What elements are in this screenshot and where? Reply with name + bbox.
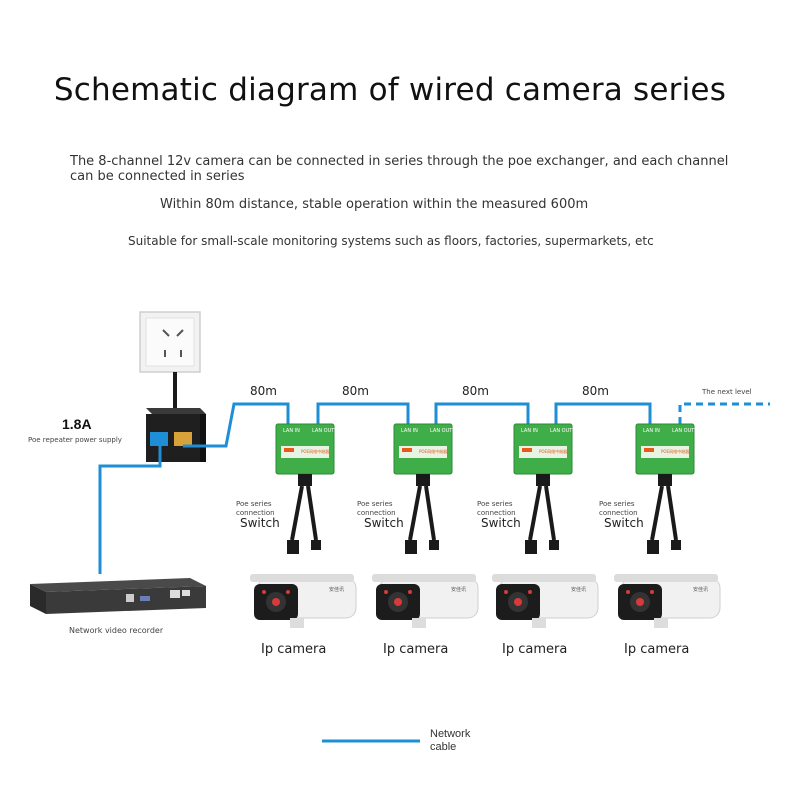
switch-2-label: Switch (364, 516, 404, 530)
distance-label-1: 80m (250, 384, 277, 398)
switch-4-label: Switch (604, 516, 644, 530)
page-title: Schematic diagram of wired camera series (53, 72, 727, 108)
switch-1-lan-in: LAN IN (283, 428, 300, 434)
camera-3-label: Ip camera (502, 642, 568, 657)
switch-1-label: Switch (240, 516, 280, 530)
switch-2-brand: POE网络中继器 (419, 449, 448, 454)
switch-3-lan-out: LAN OUT (550, 428, 573, 434)
switch-module-1 (275, 423, 335, 486)
nvr-label: Network video recorder (69, 626, 164, 635)
camera-4-label: Ip camera (624, 642, 690, 657)
distance-label-2: 80m (342, 384, 369, 398)
camera-1-brand: 安佳讯 (329, 587, 345, 593)
network-video-recorder-icon (30, 578, 206, 614)
distance-label-4: 80m (582, 384, 609, 398)
poe-repeater-power-supply (146, 408, 206, 462)
switch-3-label: Switch (481, 516, 521, 530)
camera-4-brand: 安佳讯 (693, 587, 709, 593)
splitter-cables-3 (525, 485, 559, 554)
switch-2-lan-in: LAN IN (401, 428, 418, 434)
ip-camera-4 (614, 574, 721, 628)
switch-2-lan-out: LAN OUT (430, 428, 453, 434)
switch-module-2 (393, 423, 453, 486)
description-2: Within 80m distance, stable operation wi… (160, 197, 589, 212)
camera-2-brand: 安佳讯 (451, 587, 467, 593)
switch-4-brand: POE网络中继器 (661, 449, 690, 454)
switch-module-3 (513, 423, 573, 486)
ip-camera-3 (492, 574, 599, 628)
camera-3-brand: 安佳讯 (571, 587, 587, 593)
power-label: Poe repeater power supply (28, 436, 122, 444)
splitter-cables-4 (647, 485, 681, 554)
camera-1-label: Ip camera (261, 642, 327, 657)
switch-4-lan-out: LAN OUT (672, 428, 695, 434)
distance-label-3: 80m (462, 384, 489, 398)
next-level-label: The next level (702, 388, 752, 396)
switch-3-brand: POE网络中继器 (539, 449, 568, 454)
switch-4-lan-in: LAN IN (643, 428, 660, 434)
ip-camera-2 (372, 574, 479, 628)
switch-1-lan-out: LAN OUT (312, 428, 335, 434)
switch-module-4 (635, 423, 695, 486)
description-1: The 8-channel 12v camera can be connecte… (70, 154, 729, 184)
ip-camera-1 (250, 574, 357, 628)
splitter-cables-1 (287, 485, 321, 554)
power-current: 1.8A (62, 416, 92, 432)
description-3: Suitable for small-scale monitoring syst… (128, 234, 654, 248)
camera-2-label: Ip camera (383, 642, 449, 657)
wall-socket-icon (139, 311, 201, 373)
splitter-cables-2 (405, 485, 439, 554)
switch-3-lan-in: LAN IN (521, 428, 538, 434)
switch-1-brand: POE网络中继器 (301, 449, 330, 454)
